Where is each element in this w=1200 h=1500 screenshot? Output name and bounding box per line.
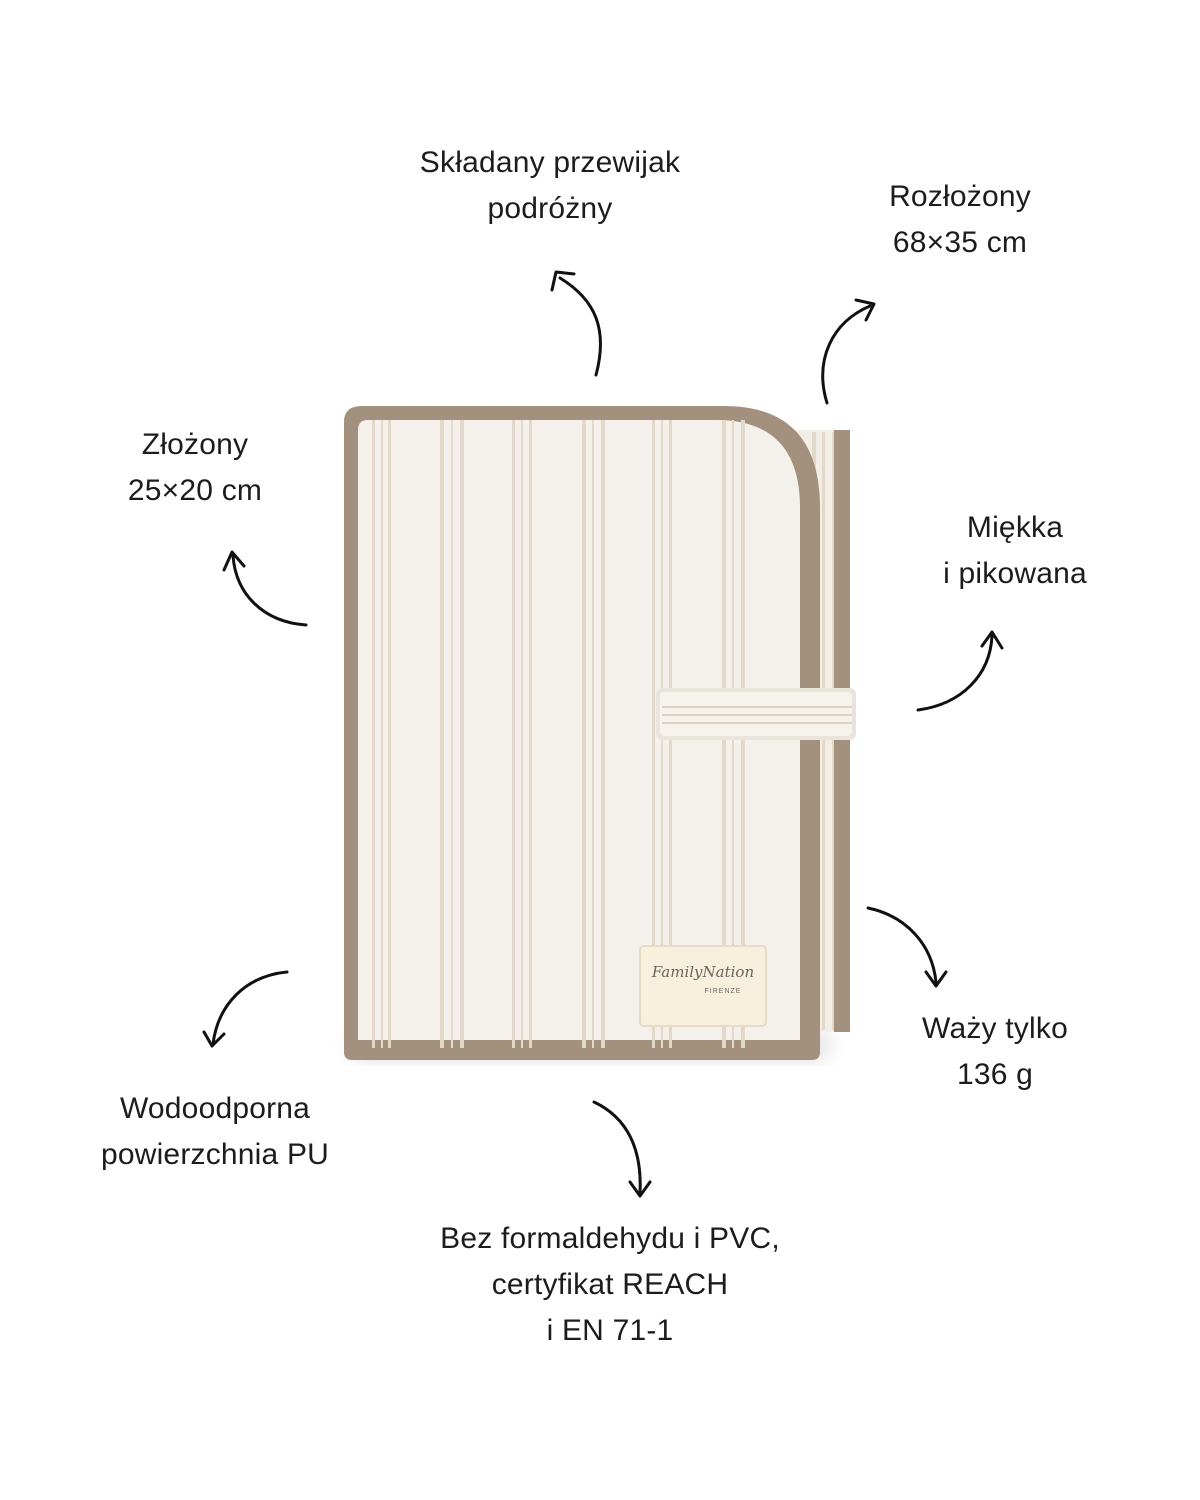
arrow-left-lower (202, 970, 289, 1048)
brand-label-patch (639, 945, 767, 1027)
brand-sublabel: FIRENZE (704, 988, 742, 995)
arrow-bottom-center (592, 1100, 652, 1198)
arrow-right-upper (916, 630, 1004, 712)
arrow-left-upper (222, 550, 308, 627)
velcro-strap (656, 688, 856, 740)
arrow-top-center (550, 270, 602, 377)
arrow-right-lower (866, 906, 948, 988)
callout-folded-size: Złożony 25×20 cm (127, 428, 263, 507)
callout-waterproof-surface: Wodoodporna powierzchnia PU (100, 1092, 330, 1171)
callout-unfolded-size: Rozłożony 68×35 cm (889, 180, 1031, 259)
callout-certification: Bez formaldehydu i PVC, certyfikat REACH… (440, 1222, 780, 1347)
brand-name: FamilyNation (651, 963, 755, 981)
callout-soft-quilted: Miękka i pikowana (943, 511, 1087, 590)
arrow-top-right (821, 298, 876, 405)
callout-weight: Waży tylko 136 g (922, 1012, 1068, 1091)
callout-foldable-travel-mat: Składany przewijak podróżny (419, 146, 681, 225)
brand-label-text: FamilyNation FIRENZE (640, 962, 766, 995)
